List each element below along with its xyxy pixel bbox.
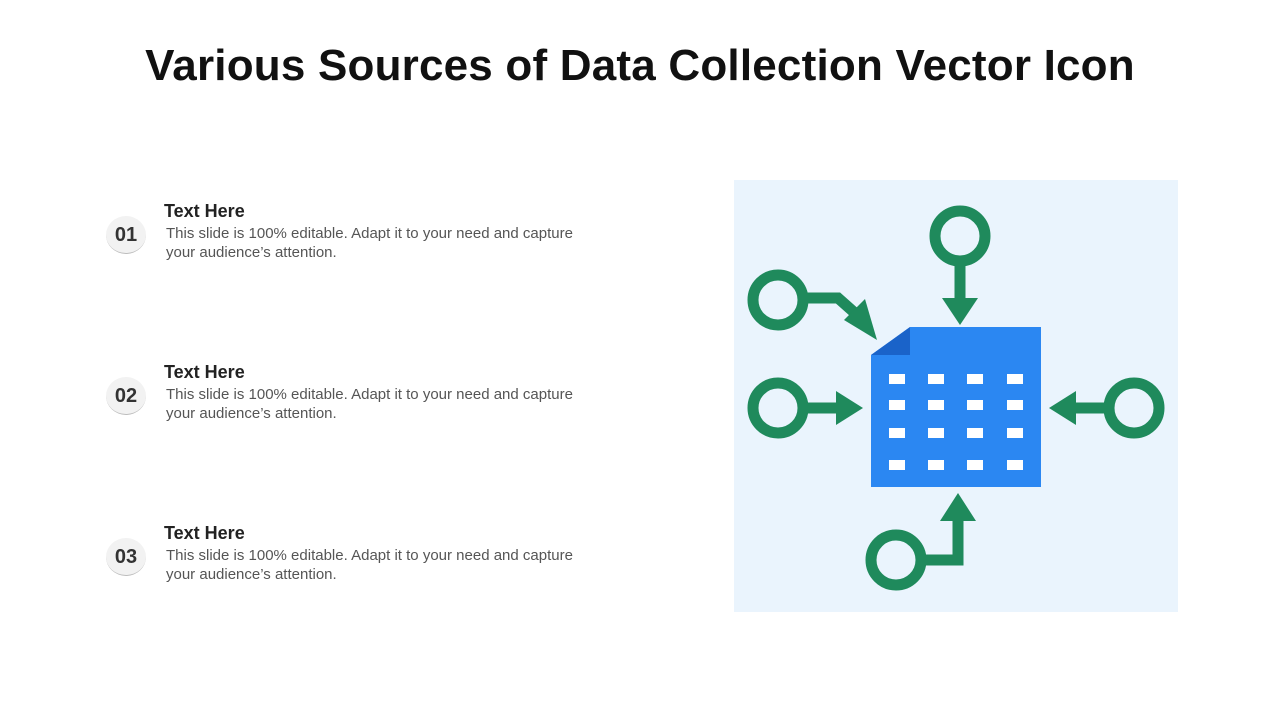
- top-arrow-icon: [942, 298, 978, 325]
- top-left-arrow-icon: [844, 299, 877, 340]
- arrow-heads: [836, 298, 1076, 521]
- list-item-02: 02 Text Here This slide is 100% editable…: [104, 362, 624, 457]
- number-badge: 02: [106, 377, 146, 415]
- document-body: [871, 327, 1041, 487]
- list-item-03: 03 Text Here This slide is 100% editable…: [104, 523, 624, 618]
- right-source-circle: [1103, 377, 1165, 439]
- left-arrow-icon: [836, 391, 863, 425]
- number-badge: 01: [106, 216, 146, 254]
- spreadsheet-document-icon: [871, 327, 1041, 487]
- document-fold: [871, 327, 910, 355]
- data-collection-icon: [747, 205, 1165, 591]
- document-cells: [889, 374, 1023, 470]
- top-left-source-circle: [747, 269, 809, 331]
- item-heading: Text Here: [164, 201, 245, 221]
- bottom-source-circle: [865, 529, 927, 591]
- top-source-circle: [929, 205, 991, 267]
- list-item-01: 01 Text Here This slide is 100% editable…: [104, 201, 624, 296]
- right-arrow-icon: [1049, 391, 1076, 425]
- bottom-arrow-icon: [940, 493, 976, 521]
- icon-panel: [734, 180, 1178, 612]
- number-badge: 03: [106, 538, 146, 576]
- item-description: This slide is 100% editable. Adapt it to…: [166, 386, 573, 422]
- item-heading: Text Here: [164, 362, 245, 382]
- item-description: This slide is 100% editable. Adapt it to…: [166, 547, 573, 583]
- connector-lines: [747, 205, 1165, 591]
- item-heading: Text Here: [164, 523, 245, 543]
- item-description: This slide is 100% editable. Adapt it to…: [166, 225, 573, 261]
- left-source-circle: [747, 377, 809, 439]
- slide-title: Various Sources of Data Collection Vecto…: [145, 41, 1135, 90]
